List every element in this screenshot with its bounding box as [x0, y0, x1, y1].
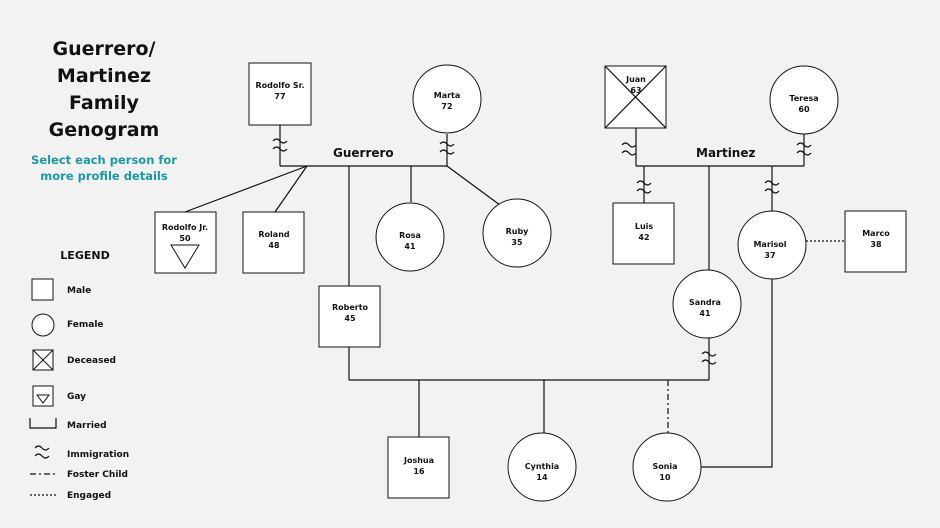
female-symbol — [412, 64, 482, 134]
title-line: Family — [69, 92, 139, 114]
person-roland[interactable]: Roland 48 — [242, 211, 305, 274]
person-name: Marta — [434, 91, 461, 100]
person-name: Sandra — [689, 298, 721, 307]
subtitle-line: Select each person for — [31, 153, 177, 167]
person-name: Rodolfo Sr. — [256, 81, 305, 90]
child-line-roland — [274, 165, 308, 213]
person-marco[interactable]: Marco 38 — [844, 210, 907, 273]
person-rodolfo-sr[interactable]: Rodolfo Sr. 77 — [248, 62, 312, 126]
person-age: 77 — [274, 92, 285, 101]
male-symbol — [387, 436, 450, 499]
person-joshua[interactable]: Joshua 16 — [387, 436, 450, 499]
person-rosa[interactable]: Rosa 41 — [375, 202, 445, 272]
gay-triangle-icon — [170, 244, 200, 269]
person-ruby[interactable]: Ruby 35 — [482, 198, 552, 268]
immigration-icon — [621, 142, 637, 156]
person-name: Rosa — [399, 231, 421, 240]
person-sandra[interactable]: Sandra 41 — [672, 269, 742, 339]
person-age: 45 — [344, 314, 356, 323]
legend: LEGEND Male Female Deceased Gay Married … — [29, 249, 129, 501]
legend-title: LEGEND — [60, 249, 109, 262]
person-juan[interactable]: Juan 63 — [604, 65, 667, 129]
person-name: Roberto — [332, 303, 369, 312]
legend-label: Gay — [67, 392, 86, 402]
person-name: Juan — [625, 75, 646, 84]
male-symbol — [248, 62, 312, 126]
person-sonia[interactable]: Sonia 10 — [632, 432, 702, 502]
female-symbol — [672, 269, 742, 339]
person-age: 37 — [764, 251, 775, 260]
person-name: Rodolfo Jr. — [162, 223, 208, 232]
person-name: Luis — [635, 222, 654, 231]
legend-label: Deceased — [67, 356, 116, 366]
legend-label: Female — [67, 320, 104, 330]
person-age: 14 — [536, 473, 548, 482]
person-marisol[interactable]: Marisol 37 — [737, 210, 807, 280]
legend-label: Foster Child — [67, 470, 128, 480]
person-name: Cynthia — [525, 462, 559, 471]
person-age: 50 — [179, 234, 191, 243]
person-name: Sonia — [652, 462, 677, 471]
child-line-rodolfo-jr — [184, 165, 308, 213]
legend-label: Engaged — [67, 491, 111, 501]
roberto-sandra-family-lines — [348, 337, 710, 437]
female-symbol — [375, 202, 445, 272]
person-age: 72 — [441, 102, 452, 111]
deceased-mark — [604, 65, 667, 129]
legend-label: Male — [67, 286, 91, 296]
person-name: Ruby — [506, 227, 530, 236]
female-symbol — [482, 198, 552, 268]
legend-label: Married — [67, 421, 107, 431]
title-line: Martinez — [56, 65, 152, 87]
person-age: 38 — [870, 240, 882, 249]
person-name: Roland — [258, 230, 289, 239]
person-age: 41 — [699, 309, 711, 318]
person-age: 16 — [413, 467, 425, 476]
subtitle-line: more profile details — [40, 169, 168, 183]
martinez-family-lines — [635, 128, 805, 271]
legend-label: Immigration — [67, 450, 129, 460]
male-symbol — [844, 210, 907, 273]
person-name: Marco — [862, 229, 890, 238]
male-symbol — [318, 285, 381, 348]
person-age: 60 — [798, 105, 810, 114]
person-age: 10 — [659, 473, 671, 482]
female-symbol — [632, 432, 702, 502]
male-symbol — [242, 211, 305, 274]
person-marta[interactable]: Marta 72 — [412, 64, 482, 134]
title-line: Guerrero/ — [52, 38, 156, 60]
child-line-ruby — [446, 165, 505, 209]
person-age: 41 — [404, 242, 416, 251]
person-name: Joshua — [403, 456, 434, 465]
legend-male-icon — [31, 278, 54, 301]
person-rodolfo-jr[interactable]: Rodolfo Jr. 50 — [154, 211, 217, 274]
legend-female-icon — [31, 313, 55, 337]
person-age: 63 — [630, 86, 641, 95]
person-cynthia[interactable]: Cynthia 14 — [507, 432, 577, 502]
legend-married-icon — [29, 418, 57, 429]
person-name: Teresa — [789, 94, 818, 103]
female-symbol — [769, 65, 839, 135]
person-age: 48 — [268, 241, 280, 250]
guerrero-family-lines — [184, 125, 505, 286]
page-title: Guerrero/ Martinez Family Genogram — [30, 36, 178, 144]
family-label-guerrero: Guerrero — [333, 146, 394, 160]
marisol-sonia-line — [701, 278, 773, 468]
title-line: Genogram — [48, 119, 160, 141]
female-symbol — [737, 210, 807, 280]
person-roberto[interactable]: Roberto 45 — [318, 285, 381, 348]
legend-immigration-icon — [34, 445, 50, 459]
person-name: Marisol — [753, 240, 786, 249]
person-age: 35 — [511, 238, 523, 247]
family-label-martinez: Martinez — [696, 146, 755, 160]
person-age: 42 — [638, 233, 649, 242]
male-symbol — [612, 202, 675, 265]
person-luis[interactable]: Luis 42 — [612, 202, 675, 265]
female-symbol — [507, 432, 577, 502]
instructions-text: Select each person for more profile deta… — [26, 152, 182, 184]
person-teresa[interactable]: Teresa 60 — [769, 65, 839, 135]
